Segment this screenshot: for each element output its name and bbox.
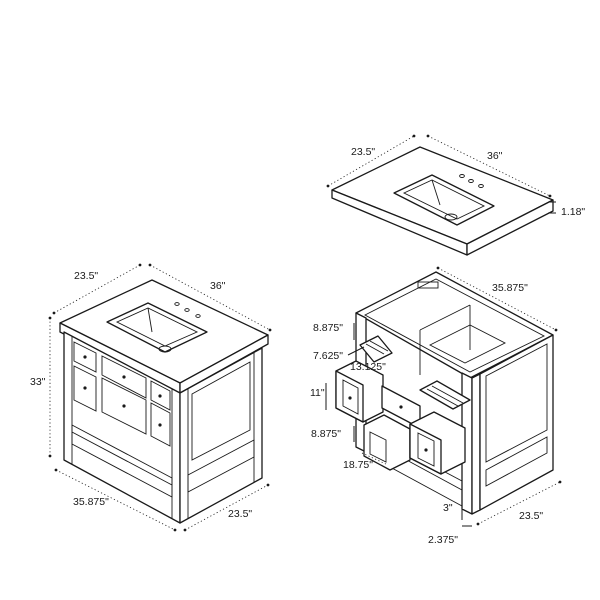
countertop-drawing [331,146,554,256]
open-cabinet-dimension-lines [325,266,562,527]
vanity-base-depth-label: 23.5" [228,508,253,520]
open-cabinet-drawing [335,271,554,515]
top-drawer-height-label: 8.875" [313,322,344,334]
top-drawer-depth-label: 7.625" [313,350,344,362]
countertop-depth-label: 23.5" [351,146,376,158]
assembled-vanity-drawing [59,279,269,524]
cabinet-base-depth-label: 23.5" [519,510,544,522]
bottom-drawer-height-label: 8.875" [311,428,342,440]
vanity-height-label: 33" [30,376,46,388]
vanity-width-label: 36" [210,280,226,292]
assembled-vanity-dimension-lines [48,263,272,532]
shelf-clearance-label: 3" [443,502,453,514]
countertop-width-label: 36" [487,150,503,162]
countertop-dimension-lines [326,134,556,214]
vanity-depth-label: 23.5" [74,270,99,282]
leg-width-label: 2.375" [428,534,459,546]
drawer-depth-label: 18.75" [343,459,374,471]
side-drawer-height-label: 11" [310,387,325,399]
drawer-width-label: 13.125" [350,361,386,373]
vanity-base-width-label: 35.875" [73,496,109,508]
cabinet-width-label: 35.875" [492,282,528,294]
countertop-thickness-label: 1.18" [561,206,586,218]
